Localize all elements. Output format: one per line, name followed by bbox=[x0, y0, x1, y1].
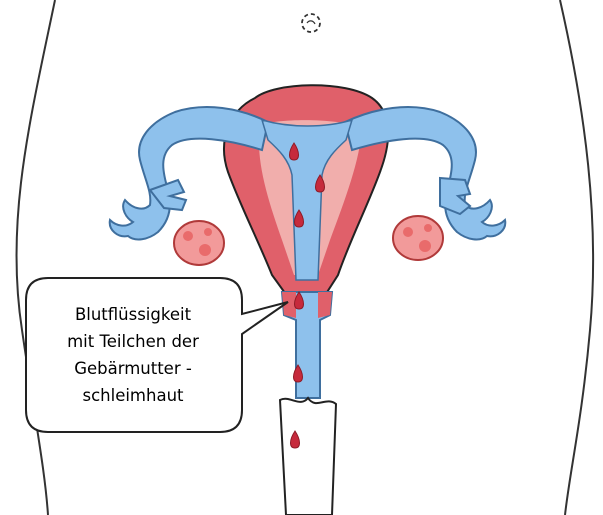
callout-line-3: Gebärmutter - bbox=[74, 355, 192, 382]
left-ovary bbox=[174, 221, 224, 265]
vagina bbox=[280, 398, 336, 515]
body-outline-right bbox=[560, 0, 593, 515]
body-outline-left bbox=[16, 0, 55, 515]
callout-line-2: mit Teilchen der bbox=[67, 328, 199, 355]
callout-line-1: Blutflüssigkeit bbox=[75, 301, 191, 328]
callout-line-4: schleimhaut bbox=[82, 382, 183, 409]
navel-icon bbox=[302, 14, 320, 32]
callout-text: Blutflüssigkeit mit Teilchen der Gebärmu… bbox=[22, 282, 244, 427]
right-ovary bbox=[393, 216, 443, 260]
cervix-red-right bbox=[318, 292, 332, 318]
